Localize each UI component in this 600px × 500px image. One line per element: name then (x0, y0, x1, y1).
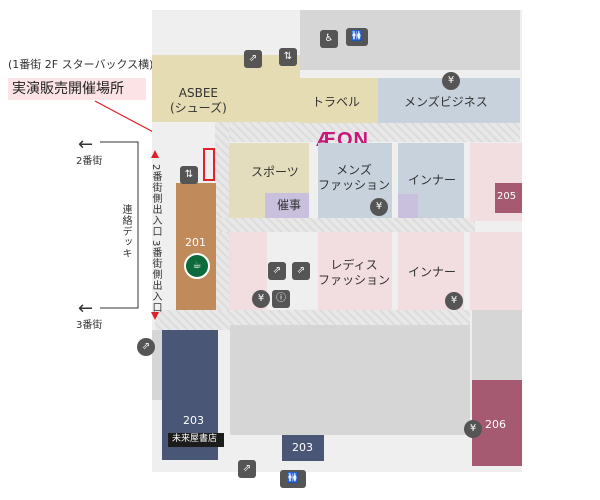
info-icon: ⓘ (272, 290, 290, 308)
escalator-icon: ⇗ (137, 338, 155, 356)
shop-center-pink[interactable] (318, 232, 392, 310)
shop-205[interactable] (495, 183, 522, 213)
shop-asbee[interactable] (152, 55, 300, 122)
shop-inner-2-label: インナー (408, 265, 457, 279)
wheelchair-icon: ♿ (320, 30, 338, 48)
atm-icon: ¥ (370, 198, 388, 216)
highlight-label: 実演販売開催場所 (12, 81, 124, 97)
shop-203-small[interactable] (282, 435, 324, 461)
restroom-icon: 🚻 (280, 470, 306, 488)
escalator-icon: ⇗ (244, 50, 262, 68)
gray-block-left (152, 330, 162, 400)
corridor-top (220, 120, 520, 142)
atm-icon: ¥ (445, 292, 463, 310)
shop-travel[interactable] (300, 78, 378, 123)
escalator-icon: ⇗ (268, 262, 286, 280)
inner-1-event (398, 194, 418, 218)
highlight-label-box (8, 78, 146, 100)
shop-206-label: 206 (485, 418, 506, 431)
starbucks-logo-icon: ☕ (184, 253, 210, 279)
shop-203-small-label: 203 (292, 441, 313, 454)
shop-201-label: 201 (185, 236, 206, 249)
escalator-icon: ⇗ (238, 460, 256, 478)
street-2-label: 2番街 (76, 156, 103, 167)
floor-note: (1番街 2F スターバックス横) (8, 58, 154, 71)
shop-mens-business-label: メンズビジネス (404, 95, 488, 109)
deck-label: 連絡デッキ (120, 204, 131, 259)
shop-sports-label: スポーツ (251, 165, 299, 179)
event-space-label: 催事 (277, 198, 302, 212)
shop-inner-1-label: インナー (408, 173, 457, 187)
atm-icon: ¥ (442, 72, 460, 90)
elevator-icon: ⇅ (279, 48, 297, 66)
arrow-left-icon: ← (78, 134, 94, 155)
shop-ladies-fashion-label: レディス ファッション (318, 258, 391, 287)
demo-sales-spot[interactable] (203, 148, 215, 181)
atm-icon: ¥ (464, 420, 482, 438)
shop-205-label: 205 (497, 191, 517, 202)
bookstore-sign (168, 433, 224, 447)
corridor-mid (215, 218, 475, 232)
restroom-icon: 🚻 (346, 28, 368, 46)
exit-3-label: 3番街側出入口 (150, 240, 161, 314)
exit-2-label: 2番街側出入口 (150, 164, 161, 238)
shop-right-lower[interactable] (470, 232, 522, 310)
atm-icon: ¥ (252, 290, 270, 308)
shop-203-label: 203 (183, 414, 204, 427)
escalator-icon: ⇗ (292, 262, 310, 280)
elevator-icon: ⇅ (180, 166, 198, 184)
shop-201-starbucks[interactable] (176, 183, 216, 310)
event-space[interactable] (265, 193, 309, 218)
shop-travel-label: トラベル (312, 95, 361, 109)
arrow-left-icon: ← (78, 298, 94, 319)
street-3-label: 3番街 (76, 320, 103, 331)
bookstore-label: 未来屋書店 (172, 434, 218, 444)
shop-asbee-label: ASBEE (シューズ) (170, 86, 227, 115)
shop-mens-fashion-label: メンズ ファッション (318, 163, 391, 192)
gray-block-bottom (230, 325, 470, 435)
gray-block-right-bottom (472, 310, 522, 380)
